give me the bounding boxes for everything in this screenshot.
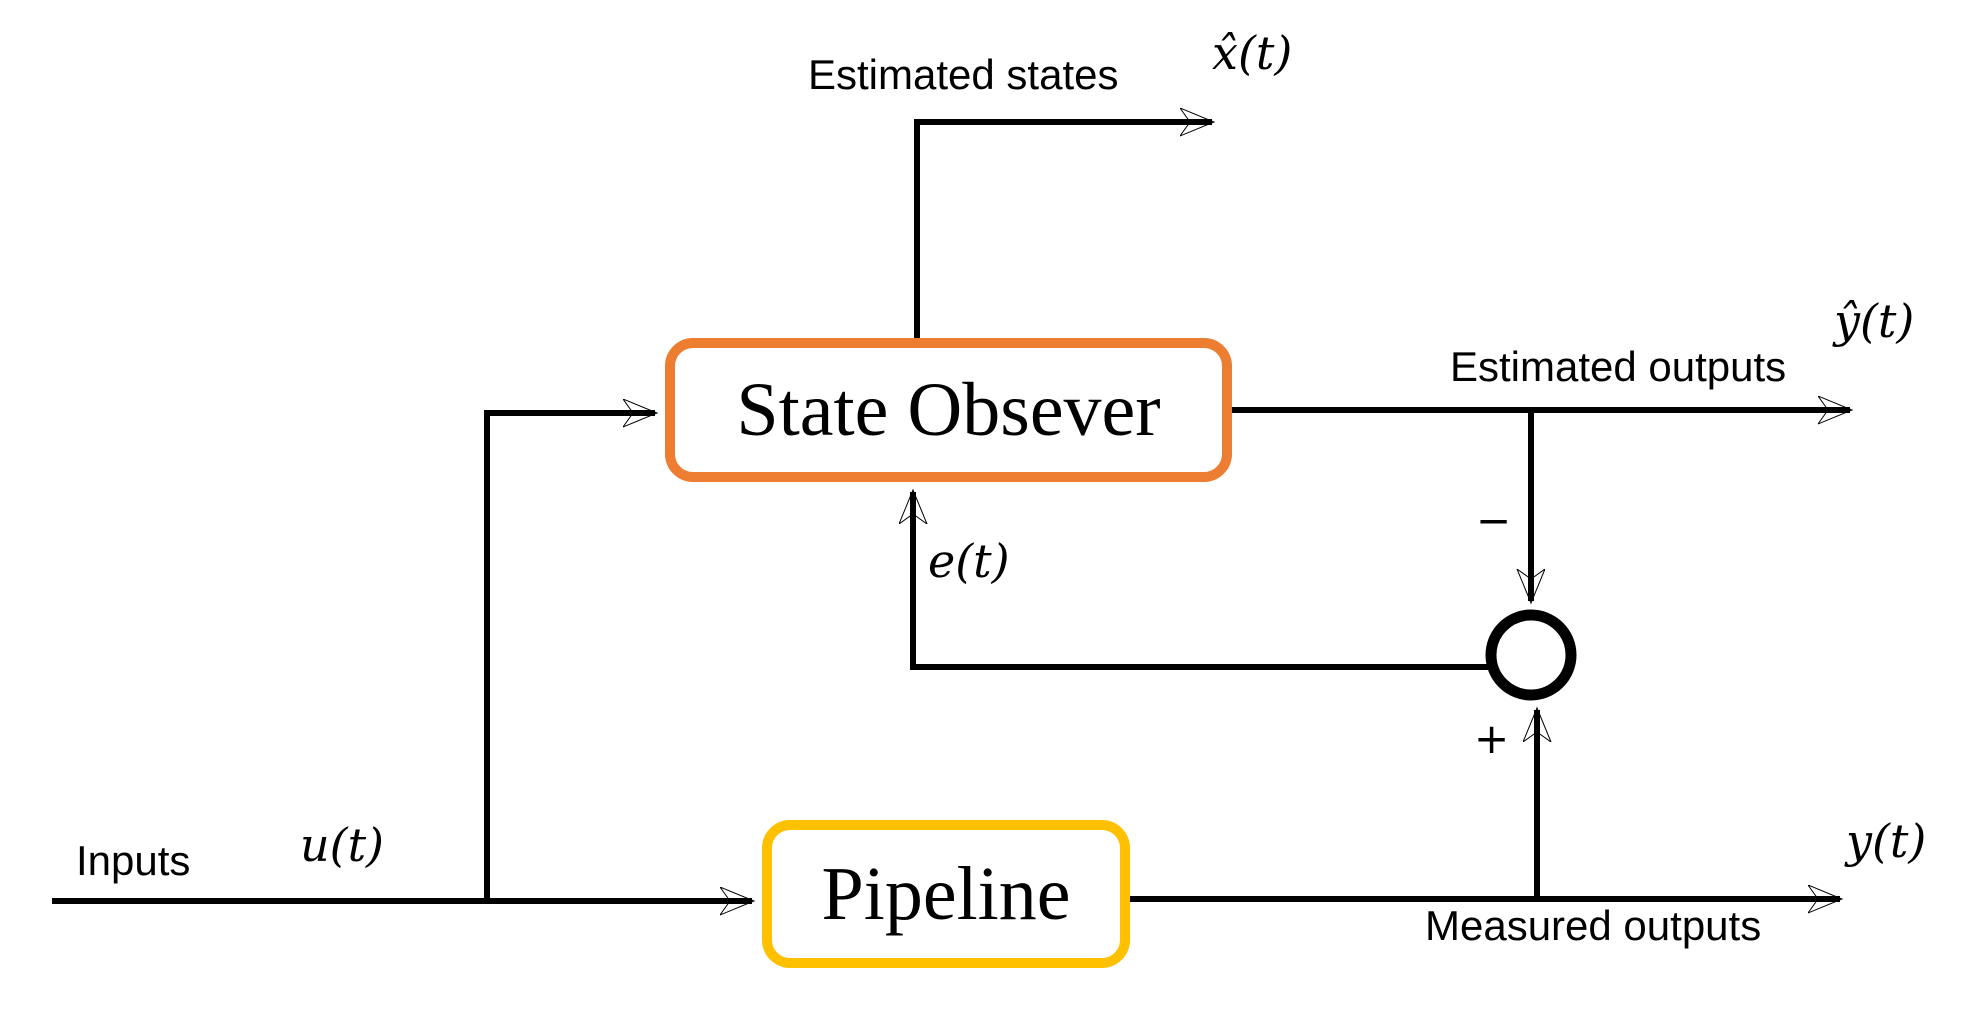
output-signal-label: y(t) — [1846, 814, 1927, 868]
plus-sign-label: + — [1474, 714, 1510, 763]
summing-junction-circle — [1485, 609, 1577, 701]
inputs-label: Inputs — [76, 837, 191, 884]
error-signal-label: e(t) — [928, 534, 1010, 588]
pipeline-block: Pipeline — [762, 820, 1130, 968]
state-observer-label: State Obsever — [736, 368, 1161, 452]
estimated-states-arrow — [914, 122, 1212, 338]
state-observer-block: State Obsever — [665, 338, 1232, 482]
measured-outputs-label: Measured outputs — [1425, 902, 1762, 949]
input-signal-label: u(t) — [300, 818, 385, 872]
estimated-outputs-label: Estimated outputs — [1450, 343, 1787, 390]
y-hat-signal-label: ŷ(t) — [1834, 294, 1915, 348]
feedback-arrow — [913, 492, 1488, 670]
pipeline-label: Pipeline — [821, 852, 1071, 936]
input-branch-arrow — [484, 413, 655, 901]
minus-sign-label: − — [1476, 496, 1512, 545]
estimated-states-label: Estimated states — [808, 51, 1119, 98]
x-hat-signal-label: x̂(t) — [1212, 26, 1293, 80]
